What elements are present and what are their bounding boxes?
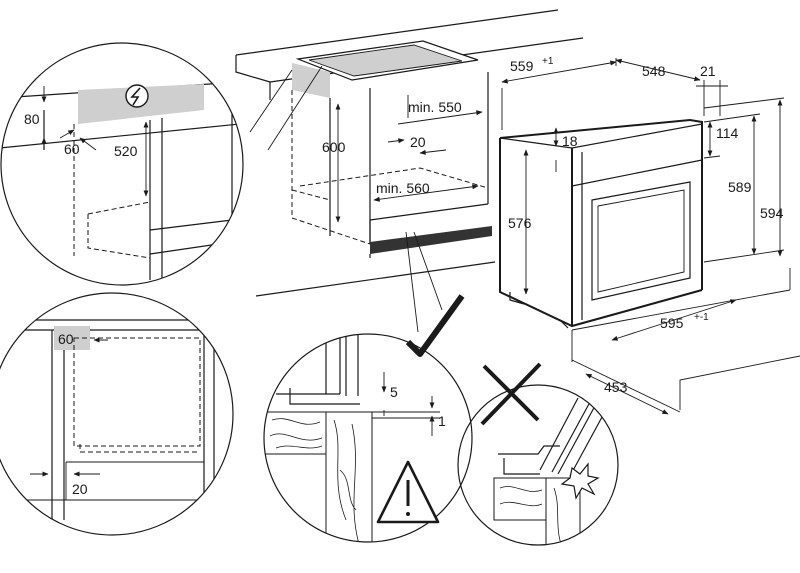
detail-circle-top [0,42,244,286]
electric-shock-icon [125,84,149,108]
oven [499,58,800,415]
dim-1: 1 [438,413,446,429]
checkmark-icon [405,294,465,357]
dim-576: 576 [508,215,532,231]
warning-icon [376,460,440,524]
dim-20-mid: 20 [410,134,426,150]
dim-80: 80 [24,111,40,127]
dim-600: 600 [322,139,346,155]
dim-594: 594 [760,205,784,221]
dim-min-550: min. 550 [408,99,462,115]
hob [295,40,479,81]
impact-burst-icon [560,462,600,500]
dim-60-box: 60 [58,331,74,347]
detail-circle-incorrect [457,362,619,546]
dim-21: 21 [700,63,716,79]
dim-453: 453 [604,379,628,395]
detail-circle-correct [263,294,473,543]
dim-589: 589 [728,179,752,195]
dim-559-tolerance: +1 [542,56,554,67]
dim-548: 548 [642,63,666,79]
dim-60-top: 60 [64,141,80,157]
dim-18: 18 [562,133,578,149]
detail-circle-side [0,292,234,536]
dim-114: 114 [716,125,739,141]
cabinet-assembly [235,9,584,333]
dim-595: 595 [660,315,684,331]
dim-520: 520 [114,143,138,159]
dim-20-bottom: 20 [72,481,88,497]
dim-min-560: min. 560 [376,180,430,196]
dim-595-tolerance: +-1 [694,312,709,323]
dim-559: 559 [510,58,534,74]
cross-icon [480,362,542,426]
dim-5: 5 [390,384,398,400]
